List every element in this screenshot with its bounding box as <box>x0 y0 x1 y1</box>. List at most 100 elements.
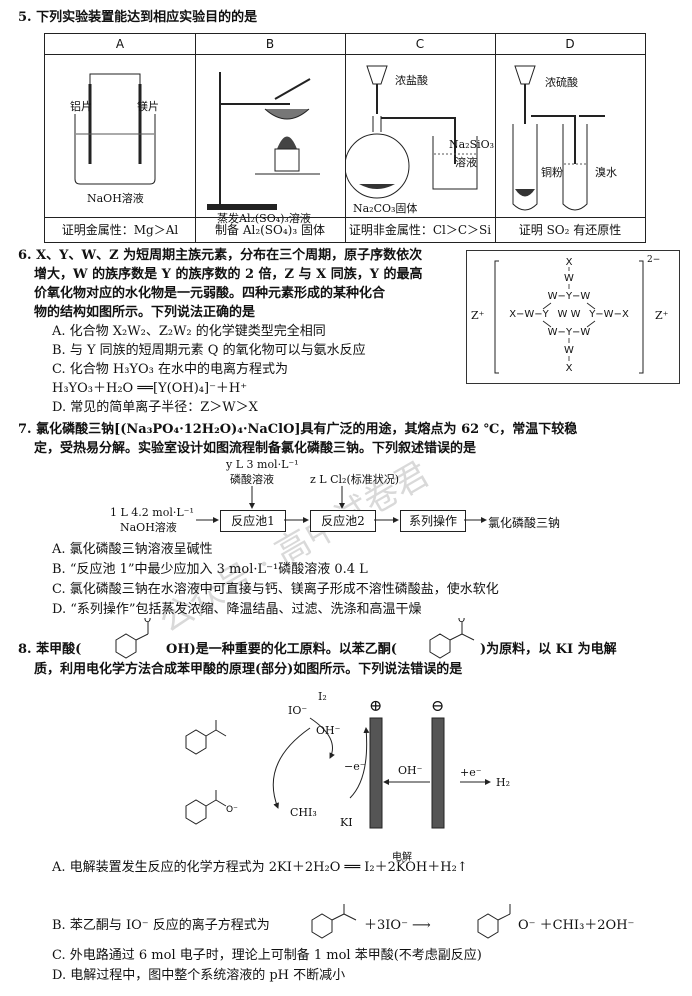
label-h2: H₂ <box>496 776 511 789</box>
caption-c: 证明非金属性：Cl＞C＞Si <box>345 217 495 242</box>
label-hcl: 浓盐酸 <box>395 74 428 87</box>
anode-plus-icon: ⊕ <box>369 696 383 715</box>
flow-input1-b: 磷酸溶液 <box>230 473 274 486</box>
label-oh: OH⁻ <box>316 724 341 737</box>
label-cu: 铜粉 <box>541 166 563 179</box>
q6-option-d: D. 常见的简单离子半径：Z＞W＞X <box>52 400 258 415</box>
q6-structure-diagram: X W W−Y−W X−W−Y W W Y−W−X W−Y−W W X <box>494 257 644 374</box>
col-d: D 浓硫酸 铜粉 溴水 证明 SO₂ 有还原性 <box>495 34 645 242</box>
cathode-minus-icon: ⊖ <box>431 696 445 715</box>
svg-text:O: O <box>144 618 151 625</box>
q8-a-condition: 电解 <box>392 852 412 863</box>
q8-option-b-pre: B. 苯乙酮与 IO⁻ 反应的离子方程式为 <box>52 918 270 933</box>
apparatus-a <box>74 73 156 185</box>
q8-stem-a: 8. 苯甲酸( <box>18 642 82 657</box>
q7-stem-2: 定，受热易分解。实验室设计如图流程制备氯化磷酸三钠。下列叙述错误的是 <box>34 441 477 456</box>
label-h2so4: 浓硫酸 <box>545 76 578 89</box>
header-a: A <box>45 34 195 55</box>
q6-stem-4: 物的结构如图所示。下列说法正确的是 <box>34 305 256 320</box>
svg-text:X: X <box>566 257 573 268</box>
q7-option-a: A. 氯化磷酸三钠溶液呈碱性 <box>52 542 213 557</box>
svg-text:X−W−Y: X−W−Y <box>509 309 549 320</box>
flow-box1: 反应池1 <box>220 510 286 532</box>
svg-text:W W: W W <box>558 309 581 320</box>
header-b: B <box>195 34 345 55</box>
q8-stem-row: 8. 苯甲酸( O OH)是一种重要的化工原料。以苯乙酮( O )为原料，以 K… <box>18 618 678 660</box>
header-d: D <box>495 34 645 55</box>
label-e-minus: −e⁻ <box>344 760 366 773</box>
q6-option-c: C. 化合物 H₃YO₃ 在水中的电离方程式为 <box>52 362 289 377</box>
svg-text:Y−W−X: Y−W−X <box>588 309 629 320</box>
caption-d: 证明 SO₂ 有还原性 <box>495 217 645 242</box>
q8-stem-c: )为原料，以 KI 为电解 <box>480 642 617 657</box>
q8-electrolysis-diagram: O⁻ IO⁻ I₂ OH⁻ −e⁻ CHI₃ KI ⊕ ⊖ OH⁻ +e⁻ H₂ <box>170 688 530 838</box>
acetophenone-eq-icon <box>311 904 357 939</box>
q6-option-c-eq: H₃YO₃＋H₂O ══[Y(OH)₄]⁻＋H⁺ <box>52 381 248 396</box>
q7-option-b: B. “反应池 1”中最少应加入 3 mol·L⁻¹磷酸溶液 0.4 L <box>52 562 368 577</box>
caption-a: 证明金属性：Mg＞Al <box>45 217 195 242</box>
label-evap: 蒸发Al₂(SO₄)₃溶液 <box>217 212 311 225</box>
apparatus-b <box>207 72 320 210</box>
label-e-plus: +e⁻ <box>460 766 482 779</box>
label-chi3: CHI₃ <box>290 806 317 819</box>
q8-stem-b: OH)是一种重要的化工原料。以苯乙酮( <box>166 642 397 657</box>
col-a: A 铝片 镁片 NaOH溶液 证明金属性：Mg＞Al <box>45 34 196 242</box>
q6-option-b: B. 与 Y 同族的短周期元素 Q 的氧化物可以与氨水反应 <box>52 343 366 358</box>
label-na2co3: Na₂CO₃固体 <box>353 202 418 215</box>
flow-box2: 反应池2 <box>310 510 376 532</box>
flow-input2: z L Cl₂(标准状况) <box>310 473 400 486</box>
q8-option-b-row: B. 苯乙酮与 IO⁻ 反应的离子方程式为 ＋3IO⁻ ⟶ O⁻ ＋CHI₃＋2… <box>52 902 682 942</box>
label-br2: 溴水 <box>595 166 617 179</box>
caption-b: 制备 Al₂(SO₄)₃ 固体 <box>195 217 345 242</box>
q6-structure-box: X W W−Y−W X−W−Y W W Y−W−X W−Y−W W X Z⁺ Z… <box>466 250 680 384</box>
label-na2sio3-sol: 溶液 <box>455 156 477 169</box>
svg-text:W−Y−W: W−Y−W <box>548 327 591 338</box>
q6-stem-3: 价氧化物对应的水化物是一元弱酸。四种元素形成的某种化合 <box>34 286 386 301</box>
q6-stem-2: 增大，W 的族序数是 Y 的族序数的 2 倍，Z 与 X 同族，Y 的最高 <box>34 267 423 282</box>
label-mg: 镁片 <box>137 100 159 113</box>
electrolysis-svg: O⁻ <box>185 717 491 829</box>
q6-stem-1: 6. X、Y、W、Z 为短周期主族元素，分布在三个周期，原子序数依次 <box>18 248 423 263</box>
svg-text:W: W <box>564 345 574 356</box>
z-ion-right: Z⁺ <box>655 309 669 322</box>
label-io: IO⁻ <box>288 704 308 717</box>
q8-stem-line2: 质，利用电化学方法合成苯甲酸的原理(部分)如图所示。下列说法错误的是 <box>34 662 463 677</box>
label-al: 铝片 <box>70 100 92 113</box>
svg-text:W: W <box>564 273 574 284</box>
q6-option-a: A. 化合物 X₂W₂、Z₂W₂ 的化学键类型完全相同 <box>52 324 326 339</box>
flow-arrows <box>196 486 487 523</box>
label-ki: KI <box>340 816 353 829</box>
apparatus-d <box>512 65 605 211</box>
svg-text:W−Y−W: W−Y−W <box>548 291 591 302</box>
benzoate-eq-icon <box>477 904 511 939</box>
acetophenone-icon: O <box>429 618 475 659</box>
svg-text:O⁻: O⁻ <box>226 805 238 815</box>
flow-start-b: NaOH溶液 <box>120 521 177 534</box>
label-i2: I₂ <box>318 690 327 703</box>
flow-box3: 系列操作 <box>400 510 466 532</box>
q8-option-d: D. 电解过程中，图中整个系统溶液的 pH 不断减小 <box>52 968 346 983</box>
q7-option-d: D. “系列操作”包括蒸发浓缩、降温结晶、过滤、洗涤和高温干燥 <box>52 602 422 617</box>
q5-stem: 5. 下列实验装置能达到相应实验目的的是 <box>18 10 258 25</box>
label-oh2: OH⁻ <box>398 764 423 777</box>
col-c: C 浓盐酸 Na₂SiO₃ 溶液 Na₂CO₃固体 证明非金属性：Cl＞C＞Si <box>345 34 496 242</box>
col-b: B 蒸发Al₂(SO₄)₃溶液 制备 Al₂(SO₄)₃ 固体 <box>195 34 346 242</box>
q8-option-b-post: O⁻ ＋CHI₃＋2OH⁻ <box>518 918 635 933</box>
q7-option-c: C. 氯化磷酸三钠在水溶液中可直接与钙、镁离子形成不溶性磷酸盐，使水软化 <box>52 582 499 597</box>
q8-option-b-mid: ＋3IO⁻ ⟶ <box>364 918 431 933</box>
q8-option-a: A. 电解装置发生反应的化学方程式为 2KI＋2H₂O ══ I₂＋2KOH＋H… <box>52 860 468 875</box>
label-na2sio3: Na₂SiO₃ <box>449 138 495 151</box>
flow-input1-a: y L 3 mol·L⁻¹ <box>226 458 299 471</box>
z-ion-left: Z⁺ <box>471 309 485 322</box>
q7-flowchart: y L 3 mol·L⁻¹ 磷酸溶液 z L Cl₂(标准状况) 1 L 4.2… <box>100 458 620 538</box>
q7-stem-1: 7. 氯化磷酸三钠[(Na₃PO₄·12H₂O)₄·NaClO]具有广泛的用途，… <box>18 422 578 437</box>
svg-text:X: X <box>566 363 573 374</box>
flow-end: 氯化磷酸三钠 <box>488 516 561 530</box>
flow-start-a: 1 L 4.2 mol·L⁻¹ <box>110 506 194 519</box>
benzoic-acid-icon: O <box>115 618 151 659</box>
apparatus-c <box>345 65 478 199</box>
anion-charge: 2− <box>647 255 661 265</box>
q8-option-c: C. 外电路通过 6 mol 电子时，理论上可制备 1 mol 苯甲酸(不考虑副… <box>52 948 482 963</box>
q5-apparatus-table: A 铝片 镁片 NaOH溶液 证明金属性：Mg＞Al B 蒸发Al₂(SO₄)₃… <box>44 33 646 243</box>
svg-text:O: O <box>458 618 465 625</box>
